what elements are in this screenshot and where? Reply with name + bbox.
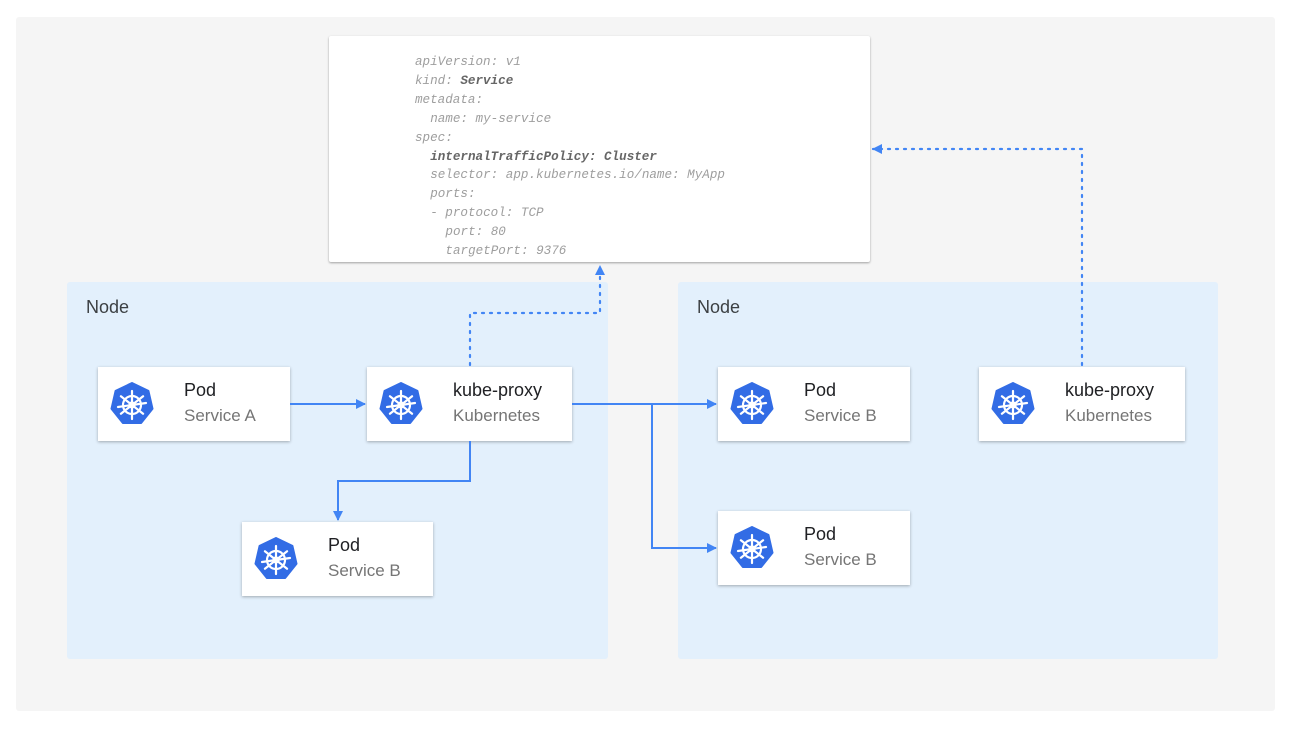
kubernetes-icon (991, 382, 1035, 426)
card-title: Pod (328, 535, 361, 555)
yaml-key: internalTrafficPolicy: (430, 149, 597, 164)
yaml-line: name: my-service (415, 110, 725, 129)
kubernetes-icon (110, 382, 154, 426)
yaml-line: internalTrafficPolicy: Cluster (415, 148, 725, 167)
card-subtitle: Kubernetes (1065, 406, 1152, 425)
kubernetes-icon (254, 537, 298, 581)
pod-service-b-right-1-card: Pod Service B (718, 367, 910, 441)
pod-service-a-card: Pod Service A (98, 367, 290, 441)
yaml-line: kind: Service (415, 72, 725, 91)
yaml-value: app.kubernetes.io/name: MyApp (505, 168, 725, 183)
yaml-value: Service (460, 73, 514, 88)
kube-proxy-left-card: kube-proxy Kubernetes (367, 367, 572, 441)
yaml-line: metadata: (415, 91, 725, 110)
yaml-key: spec: (415, 130, 453, 145)
node-left: Node (67, 282, 608, 659)
node-right: Node (678, 282, 1218, 659)
yaml-key: metadata: (415, 92, 484, 107)
card-subtitle: Kubernetes (453, 406, 540, 425)
card-subtitle: Service B (804, 550, 877, 569)
kubernetes-icon (730, 382, 774, 426)
node-label: Node (86, 297, 130, 317)
yaml-line: ports: (415, 185, 725, 204)
card-subtitle: Service A (184, 406, 256, 425)
card-title: Pod (804, 380, 837, 400)
card-title: kube-proxy (1065, 380, 1155, 400)
yaml-line: selector: app.kubernetes.io/name: MyApp (415, 166, 725, 185)
yaml-key: selector: (430, 168, 499, 183)
yaml-value: my-service (475, 111, 552, 126)
pod-service-b-left-card: Pod Service B (242, 522, 433, 596)
yaml-key: ports: (430, 187, 476, 202)
yaml-key: port: (445, 225, 484, 240)
yaml-key: targetPort: (445, 244, 529, 259)
card-subtitle: Service B (328, 561, 401, 580)
card-title: kube-proxy (453, 380, 543, 400)
yaml-value: Cluster (604, 149, 657, 164)
node-label: Node (697, 297, 741, 317)
kubernetes-icon (730, 526, 774, 570)
yaml-value: v1 (505, 55, 521, 69)
kubernetes-icon (379, 382, 423, 426)
yaml-key: - protocol: (430, 206, 514, 221)
card-subtitle: Service B (804, 406, 877, 425)
kube-proxy-right-card: kube-proxy Kubernetes (979, 367, 1185, 441)
yaml-line: targetPort: 9376 (415, 242, 725, 261)
yaml-value: 80 (490, 225, 506, 240)
yaml-line: - protocol: TCP (415, 204, 725, 223)
yaml-line: port: 80 (415, 223, 725, 242)
yaml-line: spec: (415, 129, 725, 148)
yaml-key: name: (430, 111, 468, 126)
yaml-line: apiVersion: v1 (415, 53, 725, 72)
yaml-value: TCP (520, 206, 544, 221)
yaml-value: 9376 (536, 244, 567, 259)
yaml-key: apiVersion: (415, 55, 499, 69)
card-title: Pod (184, 380, 217, 400)
pod-service-b-right-2-card: Pod Service B (718, 511, 910, 585)
card-title: Pod (804, 524, 837, 544)
yaml-key: kind: (415, 73, 453, 88)
